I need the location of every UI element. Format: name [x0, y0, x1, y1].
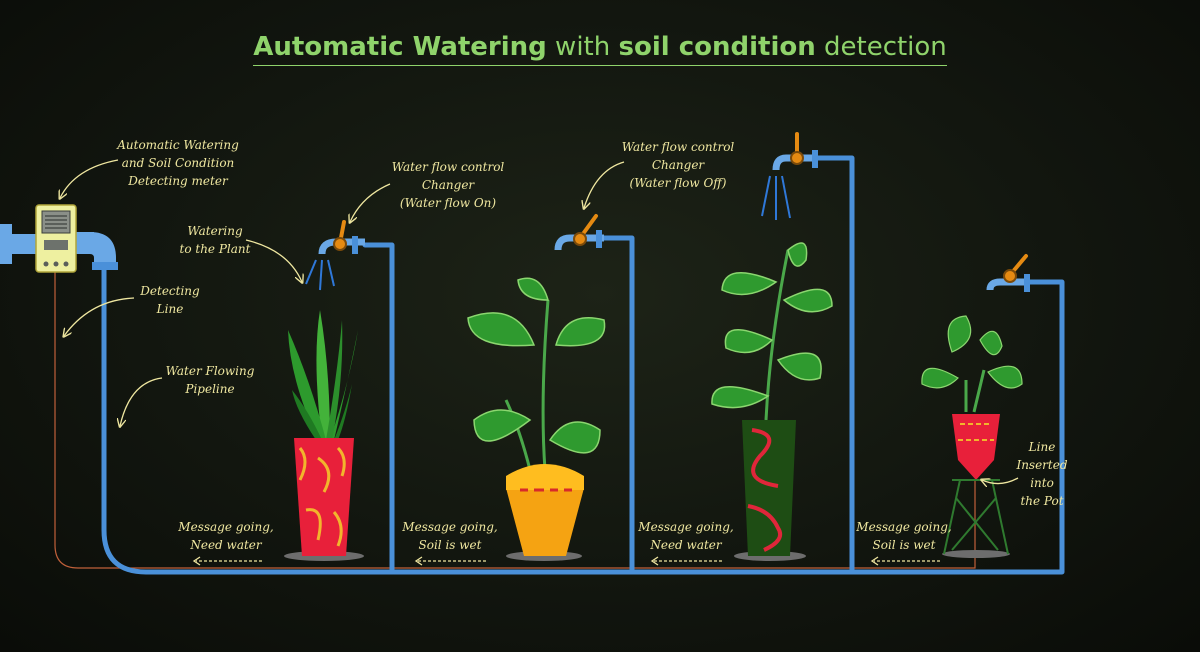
annotation-line: Watering: [187, 224, 243, 238]
diagram-title: Automatic Watering with soil condition d…: [0, 32, 1200, 66]
message-line: Message going,: [638, 520, 734, 534]
tap-4: [986, 254, 1030, 292]
annotation-watering: Watering to the Plant: [172, 222, 258, 258]
title-part-3: soil condition: [618, 32, 816, 62]
annotation-detecting: Detecting Line: [132, 282, 208, 318]
soil-meter-device: [35, 204, 77, 273]
annotation-line: Inserted: [1016, 458, 1068, 472]
annotation-line: Changer: [651, 158, 705, 172]
arrow-detecting: [64, 297, 135, 336]
arrow-watering: [245, 239, 302, 282]
annotation-line: Automatic Watering: [117, 138, 239, 152]
message-line: Soil is wet: [872, 538, 936, 552]
annotation-line: Line: [1028, 440, 1056, 454]
arrow-meter: [60, 159, 119, 198]
message-line: Soil is wet: [418, 538, 482, 552]
message-line: Need water: [190, 538, 262, 552]
annotation-line: into: [1030, 476, 1054, 490]
title-part-4: detection: [815, 32, 947, 62]
title-part-1: Automatic Watering: [253, 32, 547, 62]
arrow-line-inserted: [982, 477, 1019, 484]
annotation-line: Changer: [421, 178, 475, 192]
annotation-flow-on: Water flow control Changer (Water flow O…: [384, 158, 512, 212]
annotation-line: (Water flow Off): [629, 176, 727, 190]
message-2: Message going, Soil is wet: [396, 518, 504, 554]
arrow-pipeline: [120, 377, 163, 426]
plant-2: [467, 277, 606, 561]
water-spray: [761, 175, 791, 220]
message-line: Need water: [650, 538, 722, 552]
water-spray: [305, 259, 335, 291]
message-arrows: [192, 556, 940, 566]
arrow-flow-off: [584, 161, 625, 208]
detecting-line: [54, 270, 976, 569]
tap-1: [305, 220, 365, 291]
water-pipeline: [101, 155, 1065, 575]
annotation-line: the Pot: [1020, 494, 1064, 508]
message-line: Message going,: [178, 520, 274, 534]
annotation-line: Detecting meter: [128, 174, 228, 188]
message-line: Message going,: [856, 520, 952, 534]
annotation-line: Water Flowing: [165, 364, 255, 378]
annotation-line: Water flow control: [621, 140, 735, 154]
tap-3: [761, 132, 818, 220]
annotation-line: to the Plant: [179, 242, 251, 256]
annotation-flow-off: Water flow control Changer (Water flow O…: [614, 138, 742, 192]
message-1: Message going, Need water: [172, 518, 280, 554]
annotation-line: and Soil Condition: [121, 156, 235, 170]
arrow-flow-on: [350, 183, 391, 222]
message-3: Message going, Need water: [632, 518, 740, 554]
plant-1: [284, 310, 364, 561]
title-part-2: with: [546, 32, 619, 62]
annotation-line: Pipeline: [185, 382, 235, 396]
plant-4: [921, 315, 1023, 558]
annotation-line: Water flow control: [391, 160, 505, 174]
annotation-line: Detecting: [140, 284, 200, 298]
message-line: Message going,: [402, 520, 498, 534]
annotation-line: (Water flow On): [399, 196, 497, 210]
annotation-pipeline: Water Flowing Pipeline: [158, 362, 262, 398]
plant-3: [711, 242, 833, 561]
annotation-line-inserted: Line Inserted into the Pot: [1008, 438, 1076, 510]
annotation-meter: Automatic Watering and Soil Condition De…: [108, 136, 248, 190]
tap-2: [554, 214, 604, 251]
annotation-line: Line: [156, 302, 184, 316]
annotation-arrows: [60, 159, 1019, 484]
message-4: Message going, Soil is wet: [850, 518, 958, 554]
